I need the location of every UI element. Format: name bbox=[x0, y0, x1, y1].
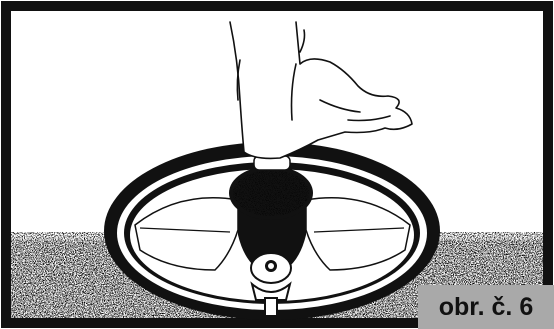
hand-icon bbox=[230, 22, 412, 158]
figure-caption: obr. č. 6 bbox=[418, 285, 554, 329]
thorax-cross-section-icon bbox=[104, 142, 440, 320]
heart-icon bbox=[229, 166, 313, 220]
